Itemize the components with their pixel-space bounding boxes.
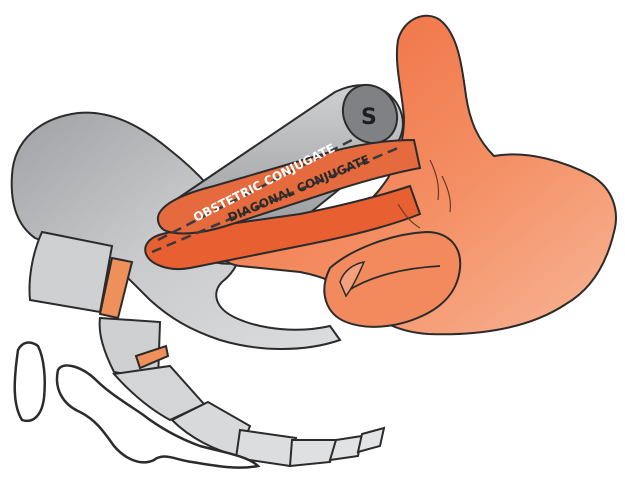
coccyx-tip [358, 428, 384, 452]
symphysis-label: S [361, 105, 377, 130]
ischial-outline-small [15, 343, 45, 421]
sacral-vertebra-1 [30, 232, 113, 312]
coccyx-3 [290, 440, 336, 466]
